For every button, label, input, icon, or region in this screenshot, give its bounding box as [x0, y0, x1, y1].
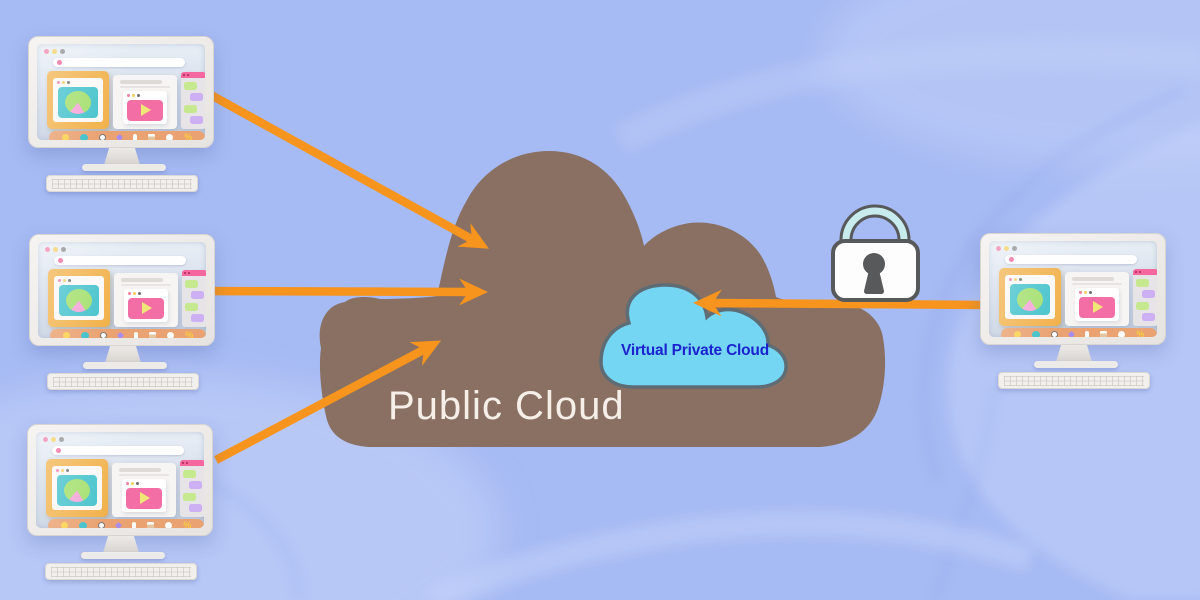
keyboard [46, 175, 198, 192]
screen-glare [989, 241, 1157, 337]
arrow-client2-to-public-cloud [202, 278, 488, 306]
keyboard-keys [53, 377, 193, 387]
padlock-icon [831, 204, 920, 302]
lock-shackle [842, 207, 908, 248]
monitor-stand [103, 536, 139, 553]
keyhole [863, 253, 885, 275]
monitor-stand-base [83, 362, 167, 369]
monitor-bezel: % [29, 234, 215, 346]
keyboard [47, 373, 199, 390]
keyboard [998, 372, 1150, 389]
vpc-shape [599, 283, 788, 389]
keyboard-keys [51, 567, 191, 577]
client-computer-right: % [980, 233, 1168, 391]
screen-glare [36, 432, 204, 528]
monitor-stand [104, 148, 140, 165]
monitor-screen: % [38, 242, 206, 338]
monitor-stand-base [82, 164, 166, 171]
client-computer-2: % [29, 234, 217, 392]
arrow-client1-to-public-cloud [208, 91, 490, 249]
monitor-stand-base [81, 552, 165, 559]
monitor-bezel: % [28, 36, 214, 148]
monitor-stand [105, 346, 141, 363]
arrow-client3-to-public-cloud [214, 340, 442, 464]
monitor-bezel: % [980, 233, 1166, 345]
client-computer-3: % [27, 424, 215, 582]
monitor-screen: % [37, 44, 205, 140]
monitor-stand-base [1034, 361, 1118, 368]
monitor-screen: % [989, 241, 1157, 337]
screen-glare [37, 44, 205, 140]
monitor-screen: % [36, 432, 204, 528]
client-computer-1: % [28, 36, 216, 194]
vpc-label: Virtual Private Cloud [621, 342, 769, 359]
arrow-right-client-to-vpc [693, 289, 989, 317]
monitor-stand [1056, 345, 1092, 362]
public-cloud-label: Public Cloud [388, 384, 625, 428]
keyboard-keys [52, 179, 192, 189]
keyhole-stem [864, 270, 884, 294]
monitor-bezel: % [27, 424, 213, 536]
keyboard [45, 563, 197, 580]
screen-glare [38, 242, 206, 338]
keyboard-keys [1004, 376, 1144, 386]
